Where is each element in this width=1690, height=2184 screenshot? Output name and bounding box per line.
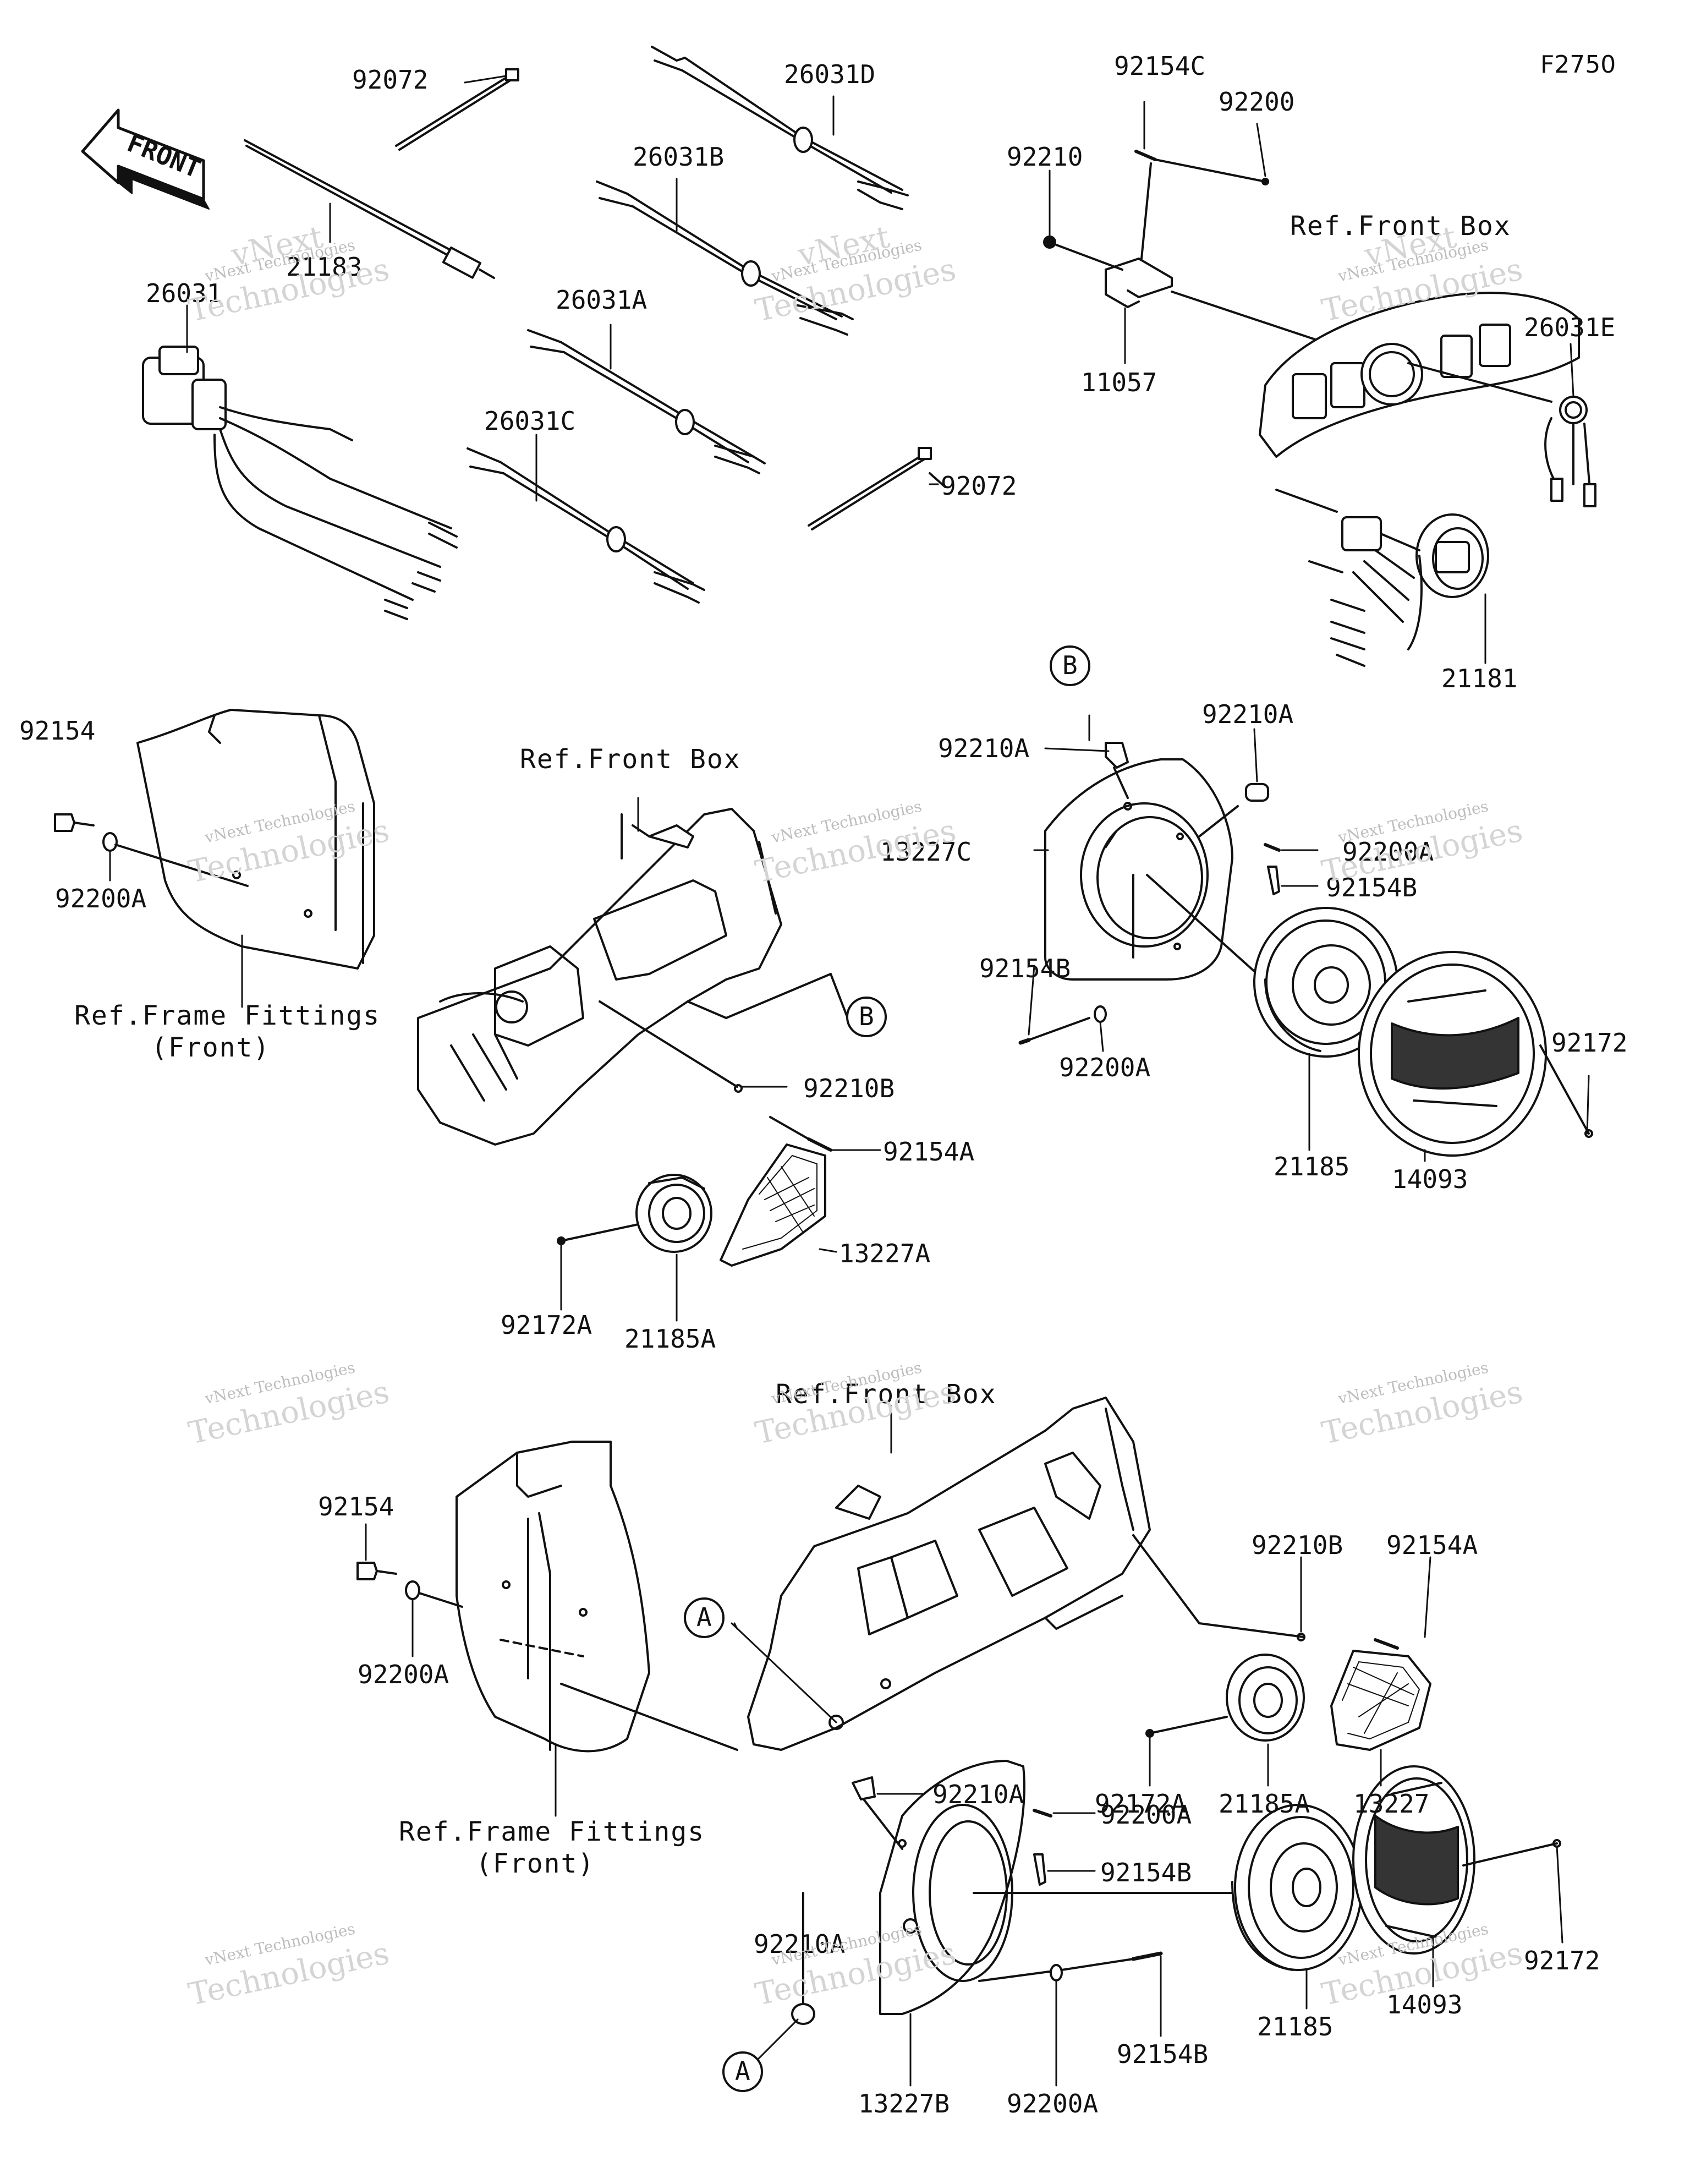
label-26031: 26031 — [146, 278, 222, 308]
label-92154B-r1b: 92154B — [979, 954, 1071, 983]
label-13227C: 13227C — [880, 837, 972, 867]
label-92210A-b1: 92210A — [932, 1780, 1024, 1809]
front-box-middle — [417, 808, 782, 1146]
cable-tie-92072-top — [395, 68, 519, 151]
harness-26031A — [527, 329, 766, 474]
label-13227B: 13227B — [858, 2089, 950, 2119]
bolt-92154-lower — [356, 1562, 738, 1751]
figure-code: F2750 — [1540, 51, 1616, 79]
label-92072-mid: 92072 — [941, 471, 1017, 501]
harness-26031B — [596, 180, 854, 336]
label-13227: 13227 — [1353, 1789, 1430, 1819]
label-ref-frame-fittings-1-front: (Front) — [151, 1032, 271, 1063]
cable-tie-92072-mid — [808, 447, 946, 530]
label-26031D: 26031D — [784, 59, 876, 89]
label-21183: 21183 — [286, 252, 363, 282]
callout-circles — [684, 645, 1090, 2092]
label-92154C: 92154C — [1114, 51, 1206, 81]
bolt-92154-upper — [54, 813, 249, 887]
grille-14093-lower — [1352, 1765, 1561, 1955]
front-box-panel-top — [1259, 292, 1580, 458]
label-92154-lower: 92154 — [318, 1492, 394, 1521]
label-92200A-b1: 92200A — [1100, 1800, 1192, 1830]
label-92210: 92210 — [1007, 142, 1083, 172]
radio-unit-21181 — [1275, 489, 1489, 667]
frame-fittings-upper — [136, 709, 375, 970]
leader-lines — [109, 75, 1590, 2087]
label-92154A-m1: 92154A — [883, 1137, 975, 1167]
antenna-21183 — [244, 139, 495, 279]
speaker-set-lower-right — [1132, 1534, 1431, 1751]
speaker-21185-upper — [1253, 907, 1398, 1058]
label-13227A: 13227A — [839, 1239, 931, 1268]
speaker-set-middle — [557, 1000, 832, 1267]
label-92210A-r1a: 92210A — [938, 734, 1030, 763]
harness-26031C — [467, 447, 705, 604]
label-26031E: 26031E — [1524, 313, 1616, 342]
label-21185A-r2: 21185A — [1219, 1789, 1310, 1819]
label-92200A-upper-left: 92200A — [55, 884, 147, 913]
label-ref-front-box-2: Ref.Front Box — [520, 744, 741, 775]
label-21181: 21181 — [1441, 664, 1518, 693]
label-ref-front-box-1: Ref.Front Box — [1290, 211, 1511, 242]
label-92200-top: 92200 — [1219, 87, 1295, 117]
label-21185A-m1: 21185A — [624, 1324, 716, 1354]
callout-b-mid: B — [859, 1001, 874, 1031]
label-92154A-r2: 92154A — [1386, 1530, 1478, 1560]
label-92200A-r1: 92200A — [1342, 837, 1434, 867]
label-21185-b: 21185 — [1257, 2012, 1334, 2041]
label-92072-top: 92072 — [352, 65, 429, 95]
label-92154-upper: 92154 — [19, 716, 96, 746]
frame-fittings-lower — [456, 1441, 650, 1753]
speaker-box-13227C — [1018, 742, 1283, 1045]
label-92210B-m1: 92210B — [803, 1074, 895, 1103]
label-11057: 11057 — [1081, 368, 1157, 397]
label-26031A: 26031A — [556, 285, 648, 315]
harness-26031E — [1544, 396, 1596, 507]
front-box-lower — [747, 1397, 1151, 1751]
harness-26031 — [142, 346, 458, 620]
label-92172A-r2: 92172A — [1095, 1789, 1187, 1819]
label-ref-frame-fittings-2-front: (Front) — [476, 1848, 595, 1879]
label-92154B-r1a: 92154B — [1326, 873, 1418, 902]
callout-a-bottom: A — [735, 2056, 750, 2086]
bracket-11057-group — [1043, 150, 1354, 353]
speaker-box-13227B — [791, 1760, 1233, 2025]
label-ref-frame-fittings-1: Ref.Frame Fittings — [74, 1000, 381, 1031]
label-92172-b: 92172 — [1524, 1946, 1600, 1975]
label-92210A-r1b: 92210A — [1202, 699, 1294, 729]
label-14093-r1: 14093 — [1392, 1164, 1468, 1194]
label-92200A-b2: 92200A — [1007, 2089, 1099, 2119]
label-92210B-r2: 92210B — [1252, 1530, 1343, 1560]
label-92154B-b1: 92154B — [1100, 1858, 1192, 1887]
callout-b-top: B — [1062, 650, 1078, 680]
front-direction-arrow: FRONT — [81, 108, 210, 210]
label-92200A-lower-left: 92200A — [358, 1660, 449, 1689]
label-14093-b: 14093 — [1386, 1990, 1463, 2019]
label-26031C: 26031C — [484, 406, 576, 436]
label-ref-front-box-3: Ref.Front Box — [776, 1379, 997, 1410]
speaker-21185-lower — [1231, 1804, 1363, 1971]
label-21185-r1: 21185 — [1274, 1152, 1350, 1181]
label-92200A-r1b: 92200A — [1059, 1053, 1151, 1082]
harness-26031D — [651, 46, 909, 210]
label-26031B: 26031B — [633, 142, 725, 172]
callout-a-mid: A — [696, 1602, 712, 1632]
label-92210A-b2: 92210A — [754, 1929, 846, 1959]
label-92154B-b2: 92154B — [1117, 2039, 1209, 2069]
label-92172A-m1: 92172A — [501, 1310, 592, 1340]
grille-14093-upper — [1358, 951, 1593, 1157]
label-ref-frame-fittings-2: Ref.Frame Fittings — [399, 1816, 705, 1847]
label-92172-r1: 92172 — [1551, 1028, 1628, 1058]
